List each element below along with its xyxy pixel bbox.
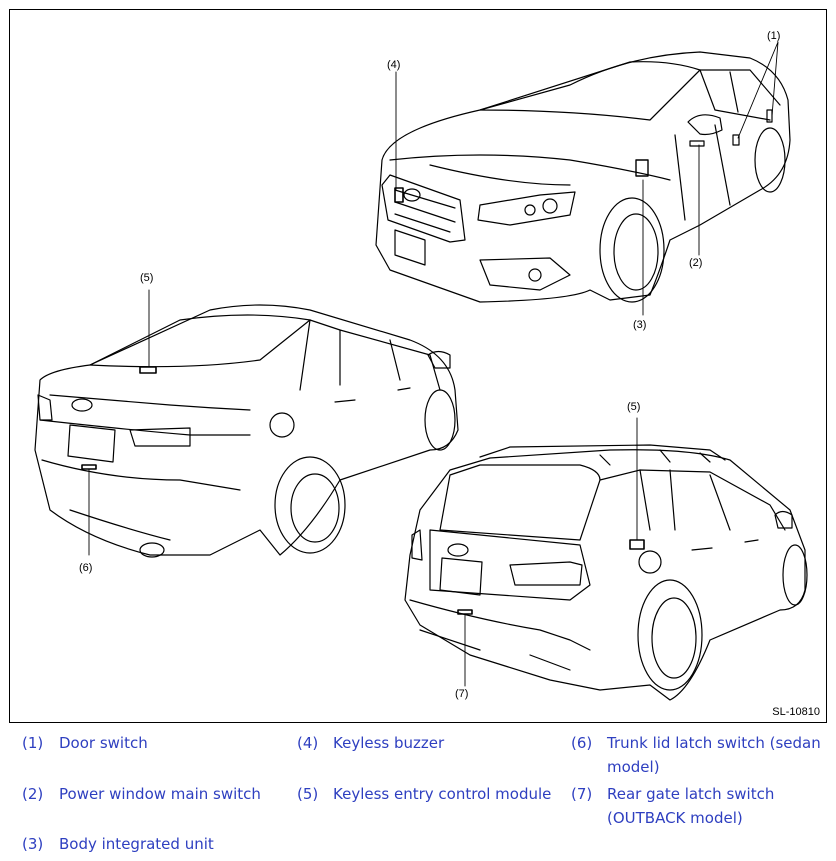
rear-outback-drawing <box>404 417 808 701</box>
callout-3: (3) <box>633 319 647 331</box>
component-location-figure: (4) (1) (2) (3) (5) (6) (5) (7) SL-10810 <box>9 9 827 723</box>
callout-7: (7) <box>455 688 469 700</box>
legend-text: Rear gate latch switch (OUTBACK model) <box>607 785 775 827</box>
legend-num: (7) <box>571 785 593 803</box>
legend-num: (3) <box>22 835 44 853</box>
callout-4: (4) <box>387 59 401 71</box>
legend-num: (6) <box>571 734 593 752</box>
legend-text: Door switch <box>59 734 148 752</box>
legend-text: Keyless entry control module <box>333 785 552 803</box>
legend-text: Power window main switch <box>59 785 261 803</box>
legend-text: Body integrated unit <box>59 835 214 853</box>
legend-text: Trunk lid latch switch (sedan model) <box>607 734 821 776</box>
callout-5-sedan: (5) <box>140 272 154 284</box>
front-sedan-drawing <box>375 41 791 316</box>
legend-num: (4) <box>297 734 319 752</box>
figure-id: SL-10810 <box>772 706 820 718</box>
legend-num: (5) <box>297 785 319 803</box>
callout-2: (2) <box>689 257 703 269</box>
callout-5-outback: (5) <box>627 401 641 413</box>
rear-sedan-drawing <box>34 289 459 558</box>
vehicle-illustration <box>34 41 808 701</box>
legend-text: Keyless buzzer <box>333 734 445 752</box>
callout-1: (1) <box>767 30 781 42</box>
callout-6: (6) <box>79 562 93 574</box>
legend-num: (2) <box>22 785 44 803</box>
legend-num: (1) <box>22 734 44 752</box>
